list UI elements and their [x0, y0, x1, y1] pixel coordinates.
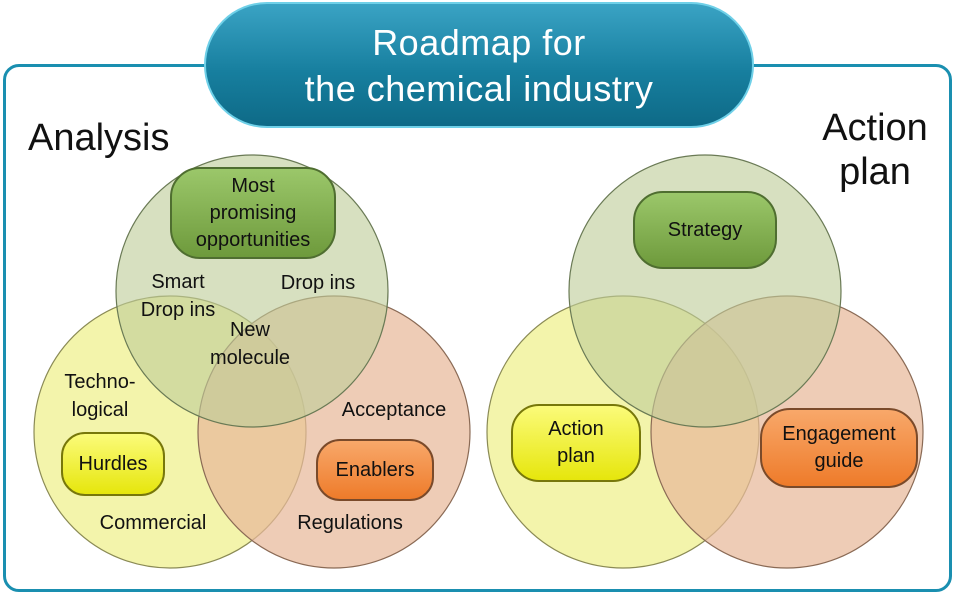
- banner-line-1: Roadmap for: [372, 22, 586, 63]
- drop-ins-label: Drop ins: [280, 272, 356, 294]
- label-line: molecule: [209, 347, 291, 369]
- hurdles-pill: Hurdles: [61, 432, 165, 496]
- title-banner: Roadmap for the chemical industry: [204, 2, 754, 128]
- banner-line-2: the chemical industry: [304, 68, 654, 109]
- pill-line: Most: [231, 174, 275, 197]
- action-plan-pill: Action plan: [511, 404, 641, 482]
- pill-line: guide: [814, 450, 864, 472]
- pill-line: Action: [548, 418, 604, 440]
- action-heading-line-1: Action: [822, 107, 928, 149]
- acceptance-label: Acceptance: [341, 399, 447, 421]
- label-line: Techno-: [64, 371, 136, 393]
- pill-line: promising: [209, 201, 297, 224]
- new-molecule-label: New molecule: [198, 316, 302, 372]
- pill-line: plan: [557, 445, 595, 467]
- most-promising-opportunities-pill: Most promising opportunities: [170, 167, 336, 259]
- label-line: New: [229, 319, 270, 341]
- strategy-pill: Strategy: [633, 191, 777, 269]
- regulations-label: Regulations: [297, 512, 403, 534]
- pill-line: opportunities: [195, 228, 311, 251]
- action-heading-line-2: plan: [839, 151, 911, 193]
- pill-line: Engagement: [782, 423, 896, 445]
- label-line: Smart: [151, 271, 205, 293]
- smart-drop-ins-label: Smart Drop ins: [128, 268, 228, 324]
- pill-label: Hurdles: [78, 452, 148, 475]
- technological-label: Techno- logical: [50, 368, 150, 424]
- commercial-label: Commercial: [99, 512, 207, 534]
- label-line: logical: [71, 399, 129, 421]
- analysis-heading: Analysis: [28, 117, 170, 159]
- label-line: Drop ins: [140, 299, 216, 321]
- engagement-guide-pill: Engagement guide: [760, 408, 918, 488]
- pill-label: Enablers: [335, 458, 415, 481]
- enablers-pill: Enablers: [316, 439, 434, 501]
- action-plan-heading: Action plan: [810, 106, 940, 194]
- pill-label: Strategy: [667, 218, 743, 241]
